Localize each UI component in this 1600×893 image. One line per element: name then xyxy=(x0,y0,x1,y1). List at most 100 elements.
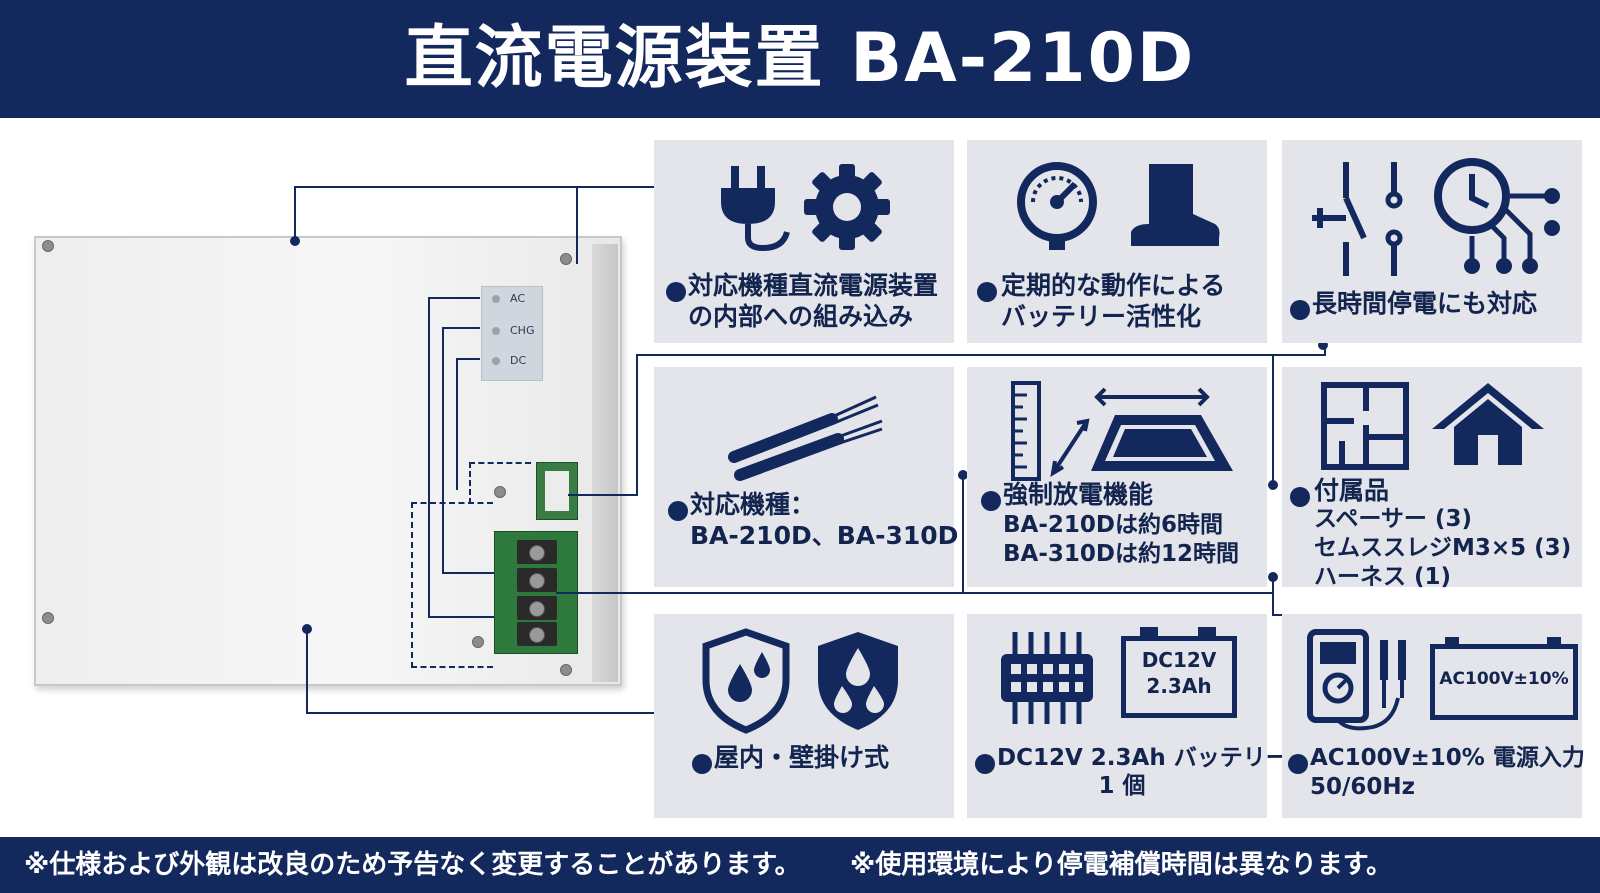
chg-led-icon xyxy=(492,327,500,335)
feature-tile-embed: 対応機種直流電源装置の内部への組み込み xyxy=(654,140,954,343)
floor-plan-icon xyxy=(1321,382,1409,470)
leader-dot xyxy=(302,624,312,634)
footer-note-outage: ※使用環境により停電補償時間は異なります。 xyxy=(850,850,1393,880)
footer-bar xyxy=(0,837,1600,893)
dc-led-icon xyxy=(492,357,500,365)
screw-icon xyxy=(42,240,54,252)
feature-text: 強制放電機能 xyxy=(1003,480,1154,509)
pressure-gauge-icon xyxy=(1017,162,1097,250)
wire xyxy=(456,358,480,360)
leader-line xyxy=(636,354,1326,356)
terminal-screw-icon xyxy=(517,596,557,620)
leader-line xyxy=(962,474,964,594)
bullet-icon xyxy=(668,501,688,521)
leader-line xyxy=(294,186,296,240)
terminal-screw-icon xyxy=(517,540,557,564)
bullet-icon xyxy=(1290,487,1310,507)
accessories-list: スペーサー (3)セムススレジM3×5 (3)ハーネス (1) xyxy=(1314,506,1572,590)
feature-text: 長時間停電にも対応 xyxy=(1312,289,1538,318)
leader-line xyxy=(568,494,638,496)
bullet-icon xyxy=(1290,300,1310,320)
leader-dot xyxy=(958,470,968,480)
screw-icon xyxy=(494,486,506,498)
footer-note-spec: ※仕様および外観は改良のため予告なく変更することがあります。 xyxy=(24,850,801,880)
harness-connector xyxy=(536,462,578,520)
leader-line xyxy=(294,186,654,188)
led-label-dc: DC xyxy=(510,354,527,367)
cable-icon xyxy=(728,395,883,481)
bullet-icon xyxy=(1288,754,1308,774)
leader-line xyxy=(636,354,638,496)
bullet-icon xyxy=(975,754,995,774)
leader-dot xyxy=(290,236,300,246)
chip-icon xyxy=(1001,632,1093,724)
feature-subtext: 1 個 xyxy=(1098,773,1146,799)
battery-box-label: AC100V±10% xyxy=(1439,669,1569,689)
feature-text: 屋内・壁掛け式 xyxy=(714,743,890,772)
ruler-icon xyxy=(1011,381,1041,481)
clock-icon xyxy=(1434,158,1560,274)
feature-tile-accessories: 付属品 スペーサー (3)セムススレジM3×5 (3)ハーネス (1) xyxy=(1282,367,1582,590)
leader-dot xyxy=(1268,480,1278,490)
bullet-icon xyxy=(981,491,1001,511)
relay-switch-icon xyxy=(1312,162,1403,276)
dashed-outline xyxy=(411,502,493,668)
bullet-icon xyxy=(666,282,686,302)
leader-line xyxy=(576,186,578,264)
device-side-panel xyxy=(592,244,618,682)
leader-dot xyxy=(1318,340,1328,350)
feature-text: 定期的な動作によるバッテリー活性化 xyxy=(1001,271,1226,331)
battery-box-icon: AC100V±10% xyxy=(1430,637,1578,720)
leader-dot xyxy=(1268,572,1278,582)
wire xyxy=(428,616,494,618)
leader-line xyxy=(556,592,1274,594)
water-shield-icon xyxy=(702,628,790,734)
wire xyxy=(442,327,480,329)
multimeter-icon xyxy=(1307,629,1406,731)
bullet-icon xyxy=(977,282,997,302)
screw-icon xyxy=(42,612,54,624)
ac-led-icon xyxy=(492,295,500,303)
feature-tile-activation: 定期的な動作によるバッテリー活性化 xyxy=(967,140,1267,343)
wire xyxy=(442,327,444,573)
leader-line xyxy=(306,628,308,714)
screw-icon xyxy=(560,253,572,265)
wire xyxy=(456,358,458,490)
water-shield-icon xyxy=(818,632,898,730)
header-bar xyxy=(0,0,1600,118)
wire xyxy=(428,297,480,299)
feature-tile-models: 対応機種：BA-210D、BA-310D xyxy=(654,367,958,587)
feature-text: 対応機種：BA-210D、BA-310D xyxy=(690,490,959,550)
led-indicator-panel: AC CHG DC xyxy=(481,286,543,381)
terminal-board xyxy=(494,531,578,654)
page-title: 直流電源装置 BA-210D xyxy=(404,19,1196,98)
feature-text: DC12V 2.3Ah バッテリー xyxy=(997,745,1289,771)
gear-icon xyxy=(804,164,890,250)
terminal-screw-icon xyxy=(517,622,557,646)
terminal-screw-icon xyxy=(517,568,557,592)
house-icon xyxy=(1432,383,1544,465)
led-label-ac: AC xyxy=(510,292,526,305)
led-label-chg: CHG xyxy=(510,324,535,337)
feature-tile-long-outage: 長時間停電にも対応 xyxy=(1282,140,1582,343)
leader-line xyxy=(1324,344,1326,356)
bullet-icon xyxy=(692,754,712,774)
wire xyxy=(428,297,430,617)
boot-icon xyxy=(1131,164,1220,246)
plug-icon xyxy=(721,166,790,252)
leader-line xyxy=(1272,576,1274,616)
screw-icon xyxy=(560,664,572,676)
wire xyxy=(442,572,494,574)
dashed-outline xyxy=(469,462,531,504)
leader-line xyxy=(306,712,654,714)
tray-icon xyxy=(1050,387,1233,477)
feature-tile-indoor: 屋内・壁掛け式 xyxy=(654,614,954,818)
screw-icon xyxy=(472,636,484,648)
